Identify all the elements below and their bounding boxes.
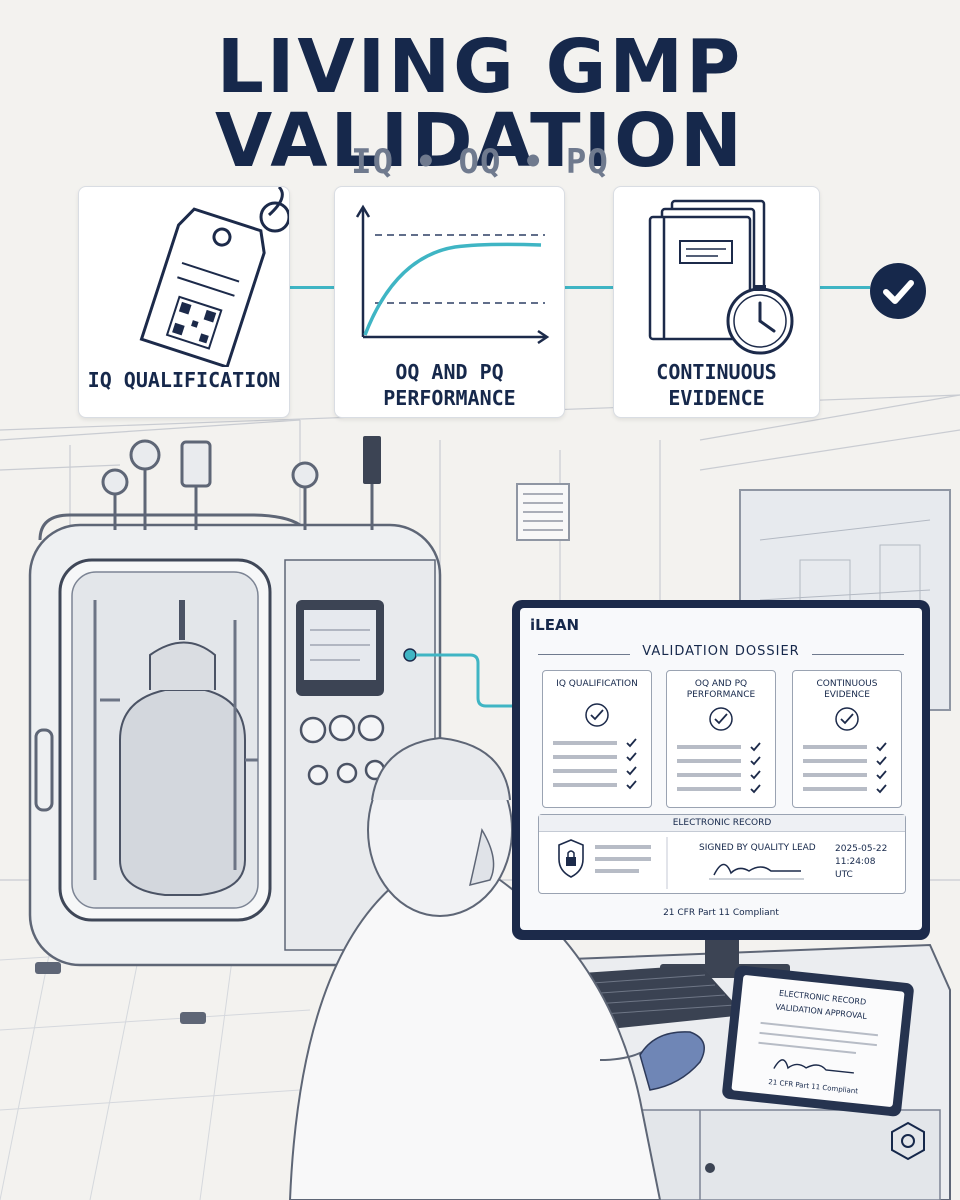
card-continuous-evidence: CONTINUOUS EVIDENCE (613, 186, 820, 418)
panel-title: CONTINUOUS EVIDENCE (816, 679, 878, 700)
card-oq-pq-performance: OQ AND PQ PERFORMANCE (334, 186, 565, 418)
validation-monitor: iLEAN VALIDATION DOSSIER IQ QUALIFICATIO… (512, 600, 930, 940)
tablet-screen[interactable]: ELECTRONIC RECORD VALIDATION APPROVAL 21… (731, 974, 905, 1108)
brand-logo: iLEAN (530, 616, 580, 634)
dossier-title: VALIDATION DOSSIER (642, 644, 800, 659)
signed-by: SIGNED BY QUALITY LEAD (699, 843, 816, 853)
connector-line (818, 286, 870, 289)
page-title: LIVING GMP VALIDATION (214, 24, 745, 184)
electronic-record: ELECTRONIC RECORD SIGNED BY QUALITY LEAD… (538, 814, 906, 894)
record-time: 11:24:08 (835, 857, 876, 867)
divider (538, 654, 630, 655)
monitor-screen: iLEAN VALIDATION DOSSIER IQ QUALIFICATIO… (520, 608, 922, 930)
performance-curve-icon (355, 204, 550, 345)
panel-checklist (677, 707, 761, 794)
record-timestamp: 2025-05-22 11:24:08 UTC (835, 843, 895, 882)
dossier-panel-oq-pq[interactable]: OQ AND PQ PERFORMANCE (666, 670, 776, 808)
panel-title: IQ QUALIFICATION (556, 679, 638, 689)
dossier-panel-continuous[interactable]: CONTINUOUS EVIDENCE (792, 670, 902, 808)
approval-tablet: ELECTRONIC RECORD VALIDATION APPROVAL 21… (721, 964, 915, 1118)
card-label: OQ AND PQ PERFORMANCE (383, 360, 516, 410)
panel-checklist (553, 703, 637, 790)
compliance-note: 21 CFR Part 11 Compliant (663, 908, 779, 918)
complete-check-icon (870, 263, 926, 319)
tablet-signature (758, 1021, 879, 1074)
logo-icon (891, 1121, 925, 1161)
panel-checklist (803, 707, 887, 794)
record-zone: UTC (835, 870, 853, 880)
technician (288, 736, 705, 1200)
card-label: IQ QUALIFICATION (87, 368, 281, 392)
card-label: CONTINUOUS EVIDENCE (656, 360, 777, 410)
divider (812, 654, 904, 655)
page-subtitle: IQ • OQ • PQ (351, 142, 609, 182)
record-date: 2025-05-22 (835, 844, 888, 854)
qr-tag-icon (139, 187, 289, 367)
dossier-panel-iq[interactable]: IQ QUALIFICATION (542, 670, 652, 808)
card-iq-qualification: IQ QUALIFICATION (78, 186, 290, 418)
connector-line (563, 286, 613, 289)
record-details (558, 837, 804, 889)
binder-clock-icon (648, 199, 794, 355)
panel-title: OQ AND PQ PERFORMANCE (686, 679, 756, 700)
connector-line (288, 286, 334, 289)
record-heading: ELECTRONIC RECORD (539, 815, 905, 832)
